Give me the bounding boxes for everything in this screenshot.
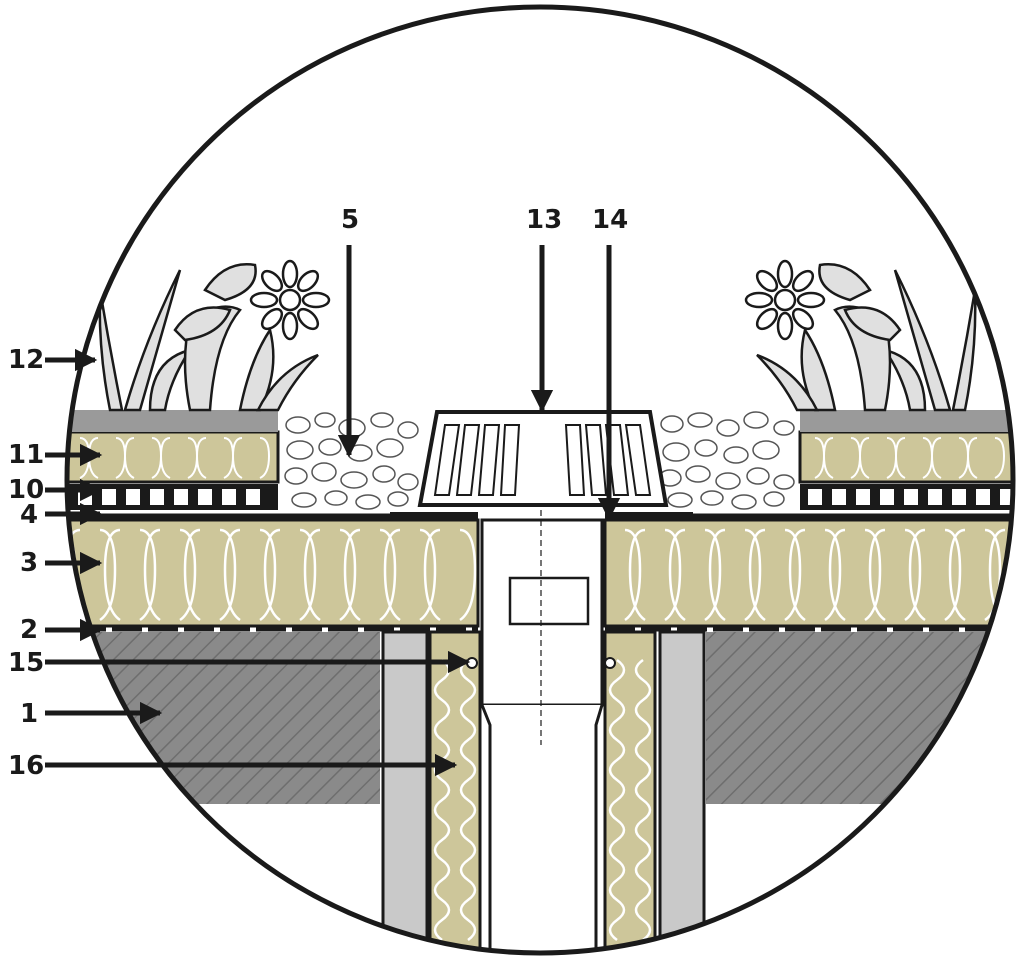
callout-16: 16 — [8, 751, 44, 781]
seal-ring-left — [466, 657, 478, 669]
leader-arrows — [45, 245, 621, 777]
roof-insulation-left — [67, 518, 480, 628]
substrate-pattern — [79, 437, 1006, 479]
gravel-strip — [280, 411, 798, 510]
drain-pipe-insert — [508, 576, 590, 626]
callout-3: 3 — [20, 548, 38, 578]
callout-10: 10 — [8, 475, 44, 505]
callout-12: 12 — [8, 345, 44, 375]
plants-right — [744, 259, 977, 412]
drain-pipe-lower — [480, 704, 604, 953]
callout-11: 11 — [8, 440, 44, 470]
callout-1: 1 — [20, 699, 38, 729]
callout-2: 2 — [20, 615, 38, 645]
soil-right — [800, 410, 1013, 432]
pipe-insulation-waves — [433, 658, 652, 942]
drain-flange-left — [390, 512, 478, 521]
substrate-right — [798, 430, 1013, 484]
pipe-insulation-right — [603, 630, 657, 953]
pipe-insulation-left — [428, 630, 482, 953]
callout-14: 14 — [592, 205, 628, 235]
seal-ring-right — [604, 657, 616, 669]
soil-left — [67, 410, 278, 432]
column-right — [658, 630, 706, 953]
callout-15: 15 — [8, 648, 44, 678]
concrete-slab-left — [67, 632, 380, 804]
section-layers — [67, 259, 1013, 953]
detail-circle — [64, 4, 1016, 956]
callout-5: 5 — [341, 205, 359, 235]
callout-4: 4 — [20, 500, 38, 530]
plants-left — [98, 259, 331, 412]
column-left — [381, 630, 429, 953]
drain-flange-right — [605, 512, 693, 521]
callout-13: 13 — [526, 205, 562, 235]
